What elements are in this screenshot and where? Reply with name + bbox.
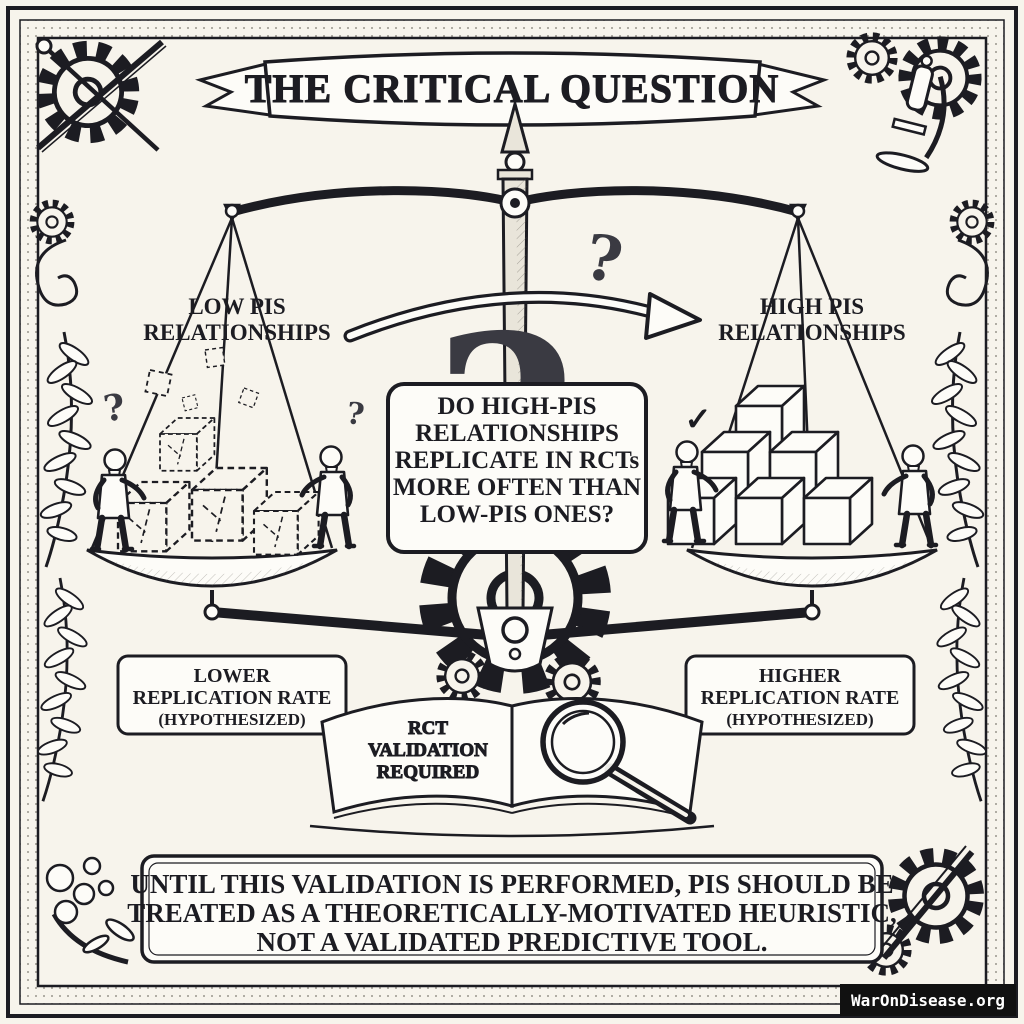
pan-labels: LOW PIS RELATIONSHIPS HIGH PIS RELATIONS… xyxy=(143,294,905,345)
conclusion-box: UNTIL THIS VALIDATION IS PERFORMED, PIS … xyxy=(127,854,897,964)
molecule-cluster-icon xyxy=(45,856,135,965)
right-box-line: REPLICATION RATE xyxy=(701,687,900,709)
conclusion-line: TREATED AS A THEORETICALLY-MOTIVATED HEU… xyxy=(127,898,897,928)
conclusion-line: UNTIL THIS VALIDATION IS PERFORMED, PIS … xyxy=(130,869,893,899)
compass-tools-icon xyxy=(37,39,167,153)
open-book: RCT VALIDATION REQUIRED xyxy=(309,697,715,838)
book-line: RCT xyxy=(408,718,448,739)
high-pis-label: RELATIONSHIPS xyxy=(718,320,905,345)
figures: ? ? ✓ xyxy=(92,386,936,549)
book-line: REQUIRED xyxy=(377,762,479,783)
banner-ribbon: THE CRITICAL QUESTION xyxy=(194,51,830,127)
right-hypothesis-box: HIGHER REPLICATION RATE (HYPOTHESIZED) xyxy=(684,654,916,736)
watermark-text: WarOnDisease.org xyxy=(851,991,1005,1010)
scale-beam xyxy=(223,186,807,223)
lower-linkage xyxy=(203,603,821,709)
border-frame xyxy=(6,6,1018,1018)
left-pan-dish xyxy=(86,548,338,612)
microscope-icon xyxy=(851,37,977,173)
magnifying-glass-icon xyxy=(540,699,697,825)
banner-title: THE CRITICAL QUESTION xyxy=(245,66,779,111)
bubble-line: LOW-PIS ONES? xyxy=(420,501,614,528)
left-box-line: REPLICATION RATE xyxy=(133,687,332,709)
inner-question-mark: ? xyxy=(344,396,366,433)
watermark: WarOnDisease.org xyxy=(840,984,1016,1016)
left-hypothesis-box: LOWER REPLICATION RATE (HYPOTHESIZED) xyxy=(116,654,348,736)
question-bubble: DO HIGH-PIS RELATIONSHIPS REPLICATE IN R… xyxy=(386,382,648,554)
left-box-line: LOWER xyxy=(194,665,271,687)
swirl-ornament-right xyxy=(945,204,990,307)
gear-tool-icon xyxy=(865,846,980,971)
conclusion-line: NOT A VALIDATED PREDICTIVE TOOL. xyxy=(257,927,768,957)
low-pis-label: RELATIONSHIPS xyxy=(143,320,330,345)
bubble-line: MORE OFTEN THAN xyxy=(393,474,641,501)
bubble-line: DO HIGH-PIS xyxy=(437,393,596,420)
check-mark: ✓ xyxy=(685,401,712,437)
book-line: VALIDATION xyxy=(368,740,488,761)
scale-pans xyxy=(86,217,938,612)
left-box-line: (HYPOTHESIZED) xyxy=(158,710,305,729)
right-box-line: (HYPOTHESIZED) xyxy=(726,710,873,729)
direction-arrow xyxy=(343,290,702,343)
corner-decorations xyxy=(34,37,990,971)
high-pis-label: HIGH PIS xyxy=(760,294,864,319)
low-pis-label: LOW PIS xyxy=(188,294,285,319)
swirl-ornament-left xyxy=(34,204,79,307)
bubble-line: RELATIONSHIPS xyxy=(415,420,619,447)
bubble-line: REPLICATE IN RCTs xyxy=(395,447,640,474)
right-box-line: HIGHER xyxy=(759,665,842,687)
